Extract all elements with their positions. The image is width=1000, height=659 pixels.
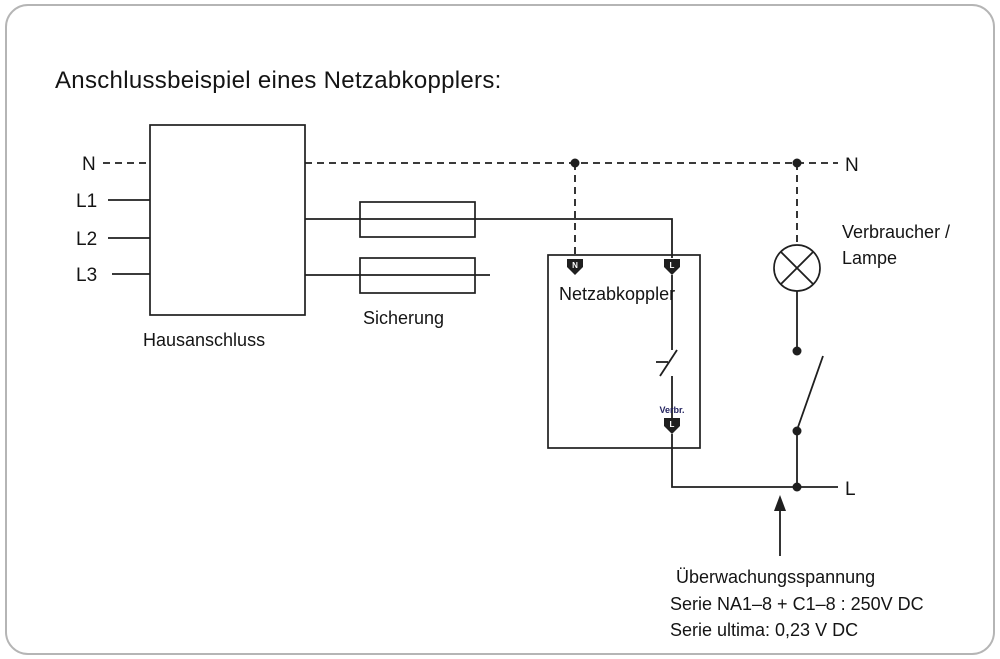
hausanschluss-label: Hausanschluss xyxy=(143,330,265,350)
fuse-2 xyxy=(359,257,476,294)
fuse-1 xyxy=(359,201,476,238)
label-l1: L1 xyxy=(76,191,97,212)
l-wire-to-netzabkoppler xyxy=(305,218,673,258)
terminal-n-icon xyxy=(567,259,583,275)
verbr-label: Verbr. xyxy=(659,405,684,415)
junction-dot-n2 xyxy=(792,158,802,168)
output-wire-to-l-bus xyxy=(671,434,838,488)
terminal-n-letter: N xyxy=(572,261,578,270)
internal-switch-blade xyxy=(659,349,678,377)
arrow-up-head-icon xyxy=(774,495,786,511)
label-l-right: L xyxy=(845,479,856,500)
label-n-left: N xyxy=(82,154,96,175)
verbraucher-label-line1: Verbraucher / xyxy=(842,222,950,242)
terminal-l-letter: L xyxy=(670,261,675,270)
label-l3: L3 xyxy=(76,265,97,286)
load-switch-blade xyxy=(796,355,824,431)
verbraucher-label-line2: Lampe xyxy=(842,248,897,268)
serie-ultima-label: Serie ultima: 0,23 V DC xyxy=(670,620,858,640)
label-n-right: N xyxy=(845,155,859,176)
junction-dot-switch-bottom xyxy=(792,426,802,436)
serie-na-label: Serie NA1–8 + C1–8 : 250V DC xyxy=(670,594,924,614)
hausanschluss-box xyxy=(149,124,306,316)
sicherung-label: Sicherung xyxy=(363,308,444,328)
netzabkoppler-label: Netzabkoppler xyxy=(559,284,675,304)
junction-dot-l-bus xyxy=(792,482,802,492)
label-l2: L2 xyxy=(76,229,97,250)
lamp-cross-2 xyxy=(780,251,814,285)
junction-dot-n1 xyxy=(570,158,580,168)
page-title: Anschlussbeispiel eines Netzabkopplers: xyxy=(55,67,502,94)
junction-dot-switch-top xyxy=(792,346,802,356)
netzabkoppler-box xyxy=(547,254,701,449)
terminal-verbr-icon xyxy=(664,418,680,434)
ueberwachungsspannung-label: Überwachungsspannung xyxy=(676,567,875,587)
terminal-verbr-letter: L xyxy=(670,420,675,429)
terminal-l-icon xyxy=(664,259,680,275)
